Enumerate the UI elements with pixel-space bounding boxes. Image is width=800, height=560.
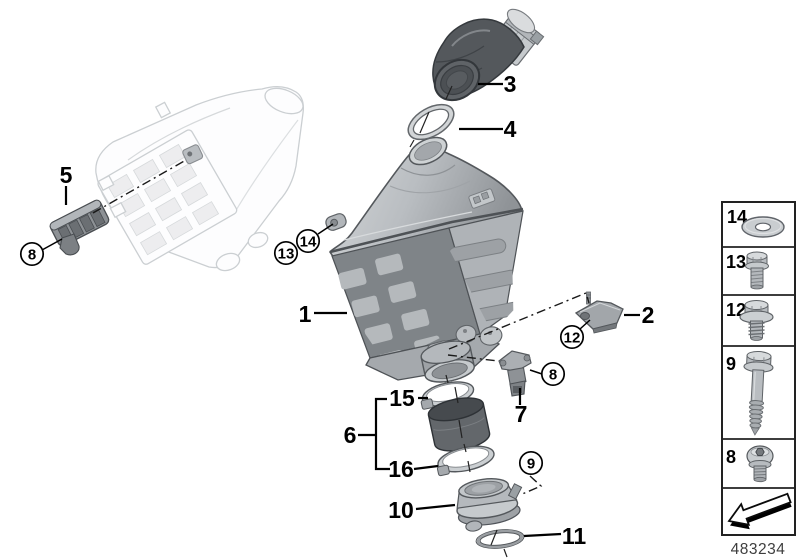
leader-lines: [41, 82, 640, 558]
hose-clamp-lower: [436, 445, 495, 477]
callout-9-text: 9: [527, 456, 535, 473]
legend-row-9[interactable]: 9: [726, 351, 774, 436]
long-screw-icon: [743, 351, 774, 436]
ghost-mount-boss: [182, 144, 204, 165]
sensor: [498, 350, 532, 397]
callout-14[interactable]: 14: [295, 228, 321, 254]
outlet-funnel: [456, 478, 523, 532]
legend-table: 14 13: [721, 201, 796, 536]
callout-8-right-text: 8: [549, 367, 557, 384]
callout-13[interactable]: 13: [273, 240, 299, 266]
charge-air-cooler: [325, 136, 524, 383]
callout-7[interactable]: 7: [515, 401, 528, 427]
callout-8-left[interactable]: 8: [19, 241, 45, 267]
socket-head-bolt-icon: [746, 445, 774, 483]
callout-12-text: 12: [564, 330, 581, 347]
callout-9[interactable]: 9: [518, 450, 544, 476]
o-ring: [475, 529, 525, 549]
callout-16[interactable]: 16: [388, 456, 414, 482]
legend-number-13: 13: [726, 252, 746, 272]
callout-15[interactable]: 15: [389, 385, 415, 411]
doc-number: 483234: [731, 541, 786, 558]
callout-14-text: 14: [300, 234, 317, 251]
legend-row-8[interactable]: 8: [726, 445, 774, 483]
cooler-top-pad: [468, 188, 496, 209]
callout-4[interactable]: 4: [504, 116, 517, 142]
legend-row-13[interactable]: 13: [726, 251, 769, 290]
legend-number-14: 14: [727, 207, 747, 227]
page-arrow-icon: [727, 492, 792, 530]
ghost-intercooler: [95, 85, 304, 272]
legend-number-8: 8: [726, 447, 736, 467]
pressure-hose: [432, 8, 545, 102]
callout-8-right[interactable]: 8: [540, 361, 566, 387]
callout-6[interactable]: 6: [344, 422, 357, 448]
legend-row-12[interactable]: 12: [726, 300, 774, 341]
cooler-outlet-neck: [420, 340, 475, 383]
flanged-bolt-icon: [739, 300, 774, 341]
callout-3[interactable]: 3: [504, 71, 517, 97]
callout-11[interactable]: 11: [562, 523, 587, 549]
callout-1[interactable]: 1: [299, 301, 312, 327]
callout-5[interactable]: 5: [60, 162, 73, 188]
callout-12[interactable]: 12: [559, 324, 585, 350]
washer-icon: [741, 216, 785, 238]
rubber-sleeve: [427, 397, 491, 452]
cooler-mount-tab: [325, 213, 347, 231]
legend-row-arrow[interactable]: [727, 492, 792, 530]
legend-number-9: 9: [726, 354, 736, 374]
callout-2[interactable]: 2: [642, 302, 655, 328]
callout-13-text: 13: [278, 246, 295, 263]
sensor-bracket: [49, 199, 110, 256]
callout-8-left-text: 8: [28, 247, 36, 264]
legend-row-14[interactable]: 14: [727, 207, 785, 238]
callout-labels: 3 4 5 1 2 7 15 6 16 10 11 8 13 14 12 8: [19, 71, 655, 549]
callout-10[interactable]: 10: [388, 497, 414, 523]
hex-bolt-icon: [745, 251, 769, 290]
